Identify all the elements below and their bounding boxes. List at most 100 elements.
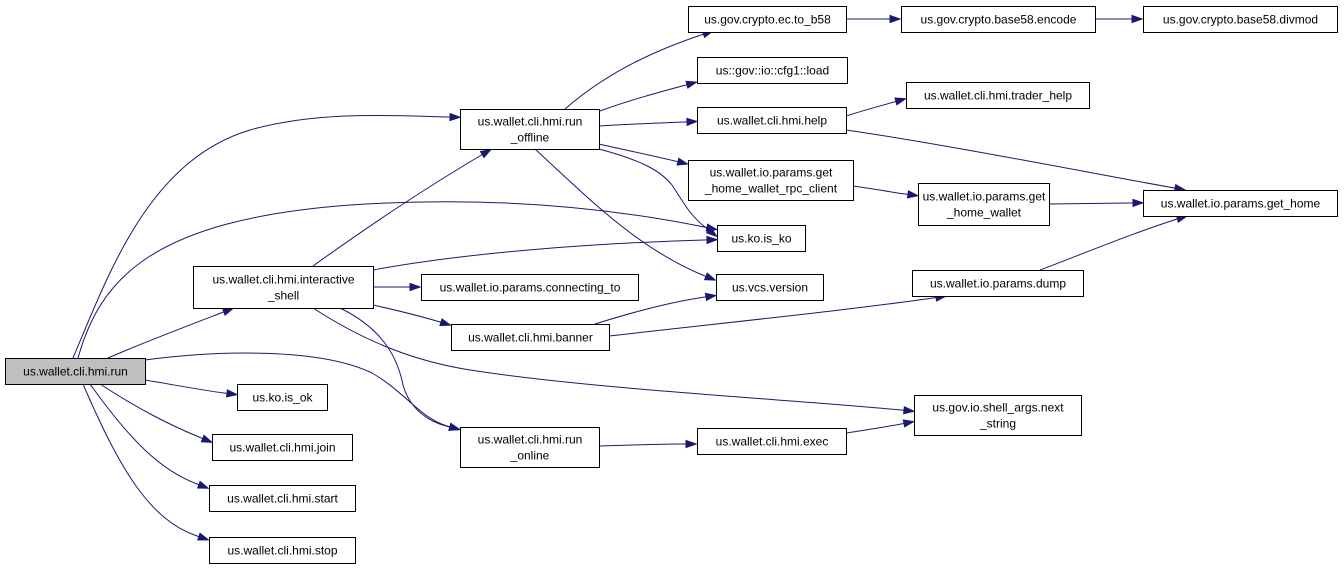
- node-divmod[interactable]: us.gov.crypto.base58.divmod: [1143, 6, 1338, 33]
- node-label: us.ko.is_ok: [252, 391, 313, 405]
- node-exec[interactable]: us.wallet.cli.hmi.exec: [697, 428, 847, 455]
- edge-line: [99, 383, 200, 438]
- node-label: us.wallet.cli.hmi.exec: [716, 435, 829, 449]
- node-run[interactable]: us.wallet.cli.hmi.run: [5, 358, 146, 385]
- node-is-ok[interactable]: us.ko.is_ok: [237, 384, 328, 411]
- arrowhead: [704, 292, 718, 302]
- node-label: us.wallet.cli.hmi.run: [23, 365, 128, 379]
- edge-run_offline-to-version: [534, 148, 717, 281]
- node-box: [5, 358, 146, 385]
- node-label: us.wallet.cli.hmi.trader_help: [924, 89, 1072, 103]
- node-dump[interactable]: us.wallet.io.params.dump: [912, 270, 1084, 297]
- node-label: us.wallet.io.params.get: [923, 190, 1046, 204]
- edge-interactive_shell-to-banner: [372, 304, 452, 327]
- node-box: [209, 537, 356, 564]
- edge-exec-to-next_string: [845, 419, 916, 434]
- edge-run-to-is_ok: [144, 379, 239, 398]
- node-label: _home_wallet: [946, 206, 1022, 220]
- node-label: us.wallet.cli.hmi.banner: [468, 331, 593, 345]
- node-interactive-shell[interactable]: us.wallet.cli.hmi.interactive_shell: [193, 266, 374, 309]
- node-label: us.wallet.cli.hmi.run: [478, 433, 583, 447]
- node-label: us.wallet.cli.hmi.help: [717, 114, 827, 128]
- node-get-home-wallet[interactable]: us.wallet.io.params.get _home_wallet: [918, 183, 1050, 226]
- arrowhead: [889, 14, 902, 24]
- node-box: [688, 6, 847, 33]
- node-trader-help[interactable]: us.wallet.cli.hmi.trader_help: [906, 82, 1090, 109]
- node-box: [209, 485, 356, 512]
- edge-line: [599, 84, 687, 112]
- node-label: us.wallet.io.params.get: [710, 166, 833, 180]
- arrowhead: [221, 307, 235, 317]
- edge-banner-to-version: [594, 292, 718, 325]
- node-get-home[interactable]: us.wallet.io.params.get_home: [1143, 190, 1338, 217]
- arrowhead: [685, 439, 698, 449]
- edge-line: [594, 296, 706, 325]
- node-get-home-wallet-rpc-client[interactable]: us.wallet.io.params.get _home_wallet_rpc_…: [688, 160, 854, 201]
- edge-interactive_shell-to-connecting_to: [373, 282, 422, 292]
- arrowhead: [706, 235, 719, 245]
- node-connecting-to[interactable]: us.wallet.io.params.connecting_to: [421, 274, 639, 301]
- arrowhead: [894, 97, 907, 106]
- node-box: [1143, 190, 1338, 217]
- edge-interactive_shell-to-is_ko: [372, 235, 719, 271]
- node-box: [688, 160, 854, 201]
- node-label: us.gov.crypto.ec.to_b58: [704, 13, 831, 27]
- node-is-ko[interactable]: us.ko.is_ko: [717, 225, 806, 252]
- node-label: us.gov.io.shell_args.next: [932, 401, 1064, 415]
- edge-line: [845, 423, 902, 434]
- arrowhead: [705, 226, 718, 238]
- node-box: [460, 427, 600, 468]
- node-label: us::gov::io::cfg1::load: [716, 64, 829, 78]
- node-label: us.wallet.cli.hmi.interactive: [212, 273, 354, 287]
- node-run-offline[interactable]: us.wallet.cli.hmi.run_offline: [460, 109, 600, 150]
- arrowhead: [479, 148, 493, 159]
- edge-line: [598, 148, 706, 228]
- node-run-online[interactable]: us.wallet.cli.hmi.run_online: [460, 427, 600, 468]
- arrowhead: [1131, 14, 1144, 24]
- node-banner[interactable]: us.wallet.cli.hmi.banner: [451, 324, 610, 351]
- edge-line-tail: [445, 425, 451, 428]
- nodes-layer: us.wallet.cli.hmi.run us.wallet.cli.hmi.i…: [5, 6, 1338, 564]
- edge-help-to-get_home: [845, 129, 1187, 193]
- edge-line: [598, 443, 685, 447]
- node-start[interactable]: us.wallet.cli.hmi.start: [209, 485, 356, 512]
- edge-line: [564, 30, 714, 110]
- edge-line: [372, 239, 705, 271]
- node-label: us.gov.crypto.base58.divmod: [1163, 13, 1318, 27]
- arrowhead: [448, 422, 462, 431]
- node-box: [906, 82, 1090, 109]
- node-box: [717, 225, 806, 252]
- edge-run-to-run_offline: [72, 112, 462, 359]
- arrowhead: [703, 272, 717, 281]
- node-cfg1-load[interactable]: us::gov::io::cfg1::load: [697, 57, 848, 84]
- edge-line: [72, 114, 448, 359]
- edge-line-tail: [198, 436, 203, 439]
- node-box: [912, 270, 1084, 297]
- edge-line: [534, 148, 706, 277]
- edge-to_b58-to-encode: [846, 14, 902, 24]
- arrowhead: [225, 389, 239, 398]
- node-to-b58[interactable]: us.gov.crypto.ec.to_b58: [688, 6, 847, 33]
- node-join[interactable]: us.wallet.cli.hmi.join: [212, 434, 353, 461]
- edge-line: [372, 304, 441, 323]
- edge-help-to-trader_help: [845, 97, 907, 117]
- node-label: us.wallet.cli.hmi.stop: [227, 544, 337, 558]
- edge-line: [1039, 215, 1188, 271]
- arrowhead: [685, 80, 699, 89]
- edge-run_offline-to-cfg1_load: [599, 80, 699, 112]
- arrowhead: [196, 480, 210, 489]
- node-box: [451, 324, 610, 351]
- node-box: [421, 274, 639, 301]
- node-next-string[interactable]: us.gov.io.shell_args.next_string: [914, 395, 1082, 436]
- node-version[interactable]: us.vcs.version: [716, 274, 824, 301]
- edge-run_offline-to-to_b58: [564, 30, 715, 110]
- node-label: _home_wallet_rpc_client: [704, 182, 838, 196]
- edge-encode-to-divmod: [1095, 14, 1144, 24]
- node-box: [212, 434, 353, 461]
- edge-run-to-join: [99, 383, 214, 443]
- node-label: us.vcs.version: [732, 281, 808, 295]
- node-encode[interactable]: us.gov.crypto.base58.encode: [901, 6, 1096, 33]
- node-stop[interactable]: us.wallet.cli.hmi.stop: [209, 537, 356, 564]
- node-help[interactable]: us.wallet.cli.hmi.help: [697, 107, 847, 134]
